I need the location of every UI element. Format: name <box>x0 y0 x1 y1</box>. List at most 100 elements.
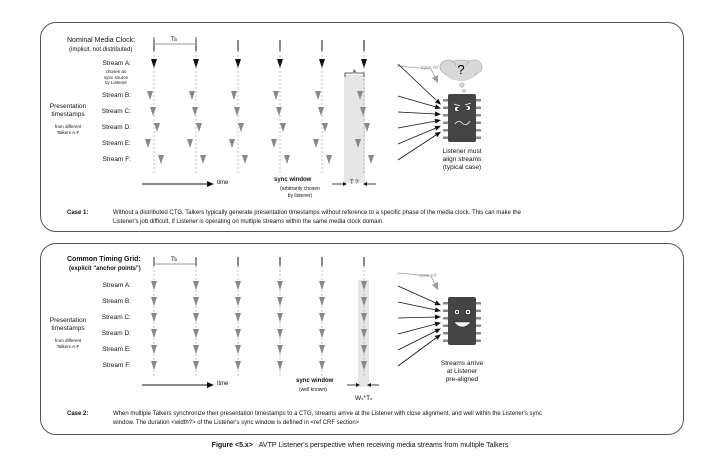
clock-sublabel: (implicit, not distributed) <box>69 47 132 53</box>
timestamp-marker <box>192 107 198 116</box>
timestamp-marker <box>229 139 235 148</box>
t-label: T ? <box>350 180 359 186</box>
timestamp-marker <box>242 155 248 164</box>
chip-pin <box>476 332 481 335</box>
presentation-timestamps-label: Presentationtimestamps <box>43 317 93 333</box>
time-arrowhead <box>207 382 214 388</box>
timestamp-marker <box>200 155 206 164</box>
stream-arrowhead <box>435 126 441 131</box>
question-mark: ? <box>457 62 464 77</box>
timestamp-marker <box>193 281 199 290</box>
timestamp-marker <box>271 139 277 148</box>
timestamp-marker <box>151 329 157 338</box>
stream-arrow <box>398 112 436 114</box>
time-arrowhead <box>207 181 214 187</box>
sync-window-label: sync window <box>296 378 333 384</box>
timestamp-marker <box>319 361 325 370</box>
case2-description: Case 2: When multiple Talkers synchroniz… <box>67 410 667 430</box>
stream-arrows <box>398 286 441 366</box>
sync-window-sublabel: (well known) <box>299 387 327 393</box>
timestamp-marker <box>322 123 328 132</box>
chip-pin <box>476 325 481 328</box>
timestamp-marker <box>277 59 283 68</box>
stream-label: Stream B: <box>85 298 131 305</box>
case1-description: Case 1: Without a distributed CTG, Talke… <box>67 209 667 229</box>
timestamp-marker <box>154 123 160 132</box>
stream-label: Stream D: <box>85 124 131 131</box>
stream-label: Stream A: <box>85 282 131 289</box>
timestamp-marker <box>193 59 199 68</box>
timestamp-marker <box>319 345 325 354</box>
happy-listener-chip-icon <box>443 297 481 345</box>
chip-pin <box>476 99 481 102</box>
clock-label: Nominal Media Clock: <box>67 37 135 44</box>
chip-pin <box>443 302 448 305</box>
stream-arrowhead <box>435 315 441 320</box>
timestamp-marker <box>368 155 374 164</box>
stream-label: Stream F: <box>85 156 131 163</box>
timestamp-marker <box>277 313 283 322</box>
timestamp-marker <box>361 59 367 68</box>
figure-number: Figure <5.x> <box>212 442 253 449</box>
case-label: Case 1: <box>67 209 88 218</box>
stream-arrow <box>398 128 436 144</box>
chip-pin <box>476 129 481 132</box>
stream-label: Stream E: <box>85 140 131 147</box>
stream-arrowhead <box>435 307 441 312</box>
case-label: Case 2: <box>67 410 88 419</box>
case1-panel: ? Nominal Media Clock: (implicit, not di… <box>40 22 684 232</box>
ts-label: Ts <box>171 37 177 43</box>
timestamp-marker <box>189 91 195 100</box>
sync-window-label: sync window <box>274 177 311 183</box>
chip-pin <box>476 310 481 313</box>
case-text: Without a distributed CTG, Talkers typic… <box>113 209 543 227</box>
timestamp-marker <box>277 329 283 338</box>
stream-arrow <box>398 96 436 107</box>
stream-label: Stream B: <box>85 92 131 99</box>
timestamp-marker <box>277 361 283 370</box>
case1-diagram: ? <box>41 23 683 231</box>
stream-arrowhead <box>435 322 441 327</box>
chip-pin <box>476 114 481 117</box>
chip-pin <box>443 122 448 125</box>
chip-pin <box>443 317 448 320</box>
timestamp-marker <box>234 107 240 116</box>
stream-arrow <box>398 317 436 318</box>
stream-label: Stream F: <box>85 362 131 369</box>
chip-pin <box>476 340 481 343</box>
timestamp-marker <box>238 123 244 132</box>
sync-window-sublabel: (arbitrarily chosenby listener) <box>269 186 331 200</box>
stream-a-note: chosen assync sourceby Listener <box>94 69 138 86</box>
timestamp-marker <box>273 91 279 100</box>
figure-caption-text: AVTP Listener's perspective when receivi… <box>259 442 509 449</box>
presentation-timestamps-label: Presentationtimestamps <box>43 103 93 119</box>
chip-pin <box>476 302 481 305</box>
stream-label: Stream A: <box>85 60 131 67</box>
timestamp-marker <box>277 281 283 290</box>
chip-pin <box>443 310 448 313</box>
timestamp-marker <box>147 91 153 100</box>
timestamp-marker <box>193 361 199 370</box>
chip-pin <box>443 332 448 335</box>
stream-arrowhead <box>435 132 441 137</box>
timestamp-marker <box>277 345 283 354</box>
timestamp-marker <box>151 313 157 322</box>
stream-arrow <box>398 121 436 128</box>
timestamp-marker <box>145 139 151 148</box>
timestamp-marker <box>151 59 157 68</box>
stream-label: Stream E: <box>85 346 131 353</box>
stream-arrowhead <box>435 119 441 124</box>
chip-pin <box>443 129 448 132</box>
timestamp-marker <box>284 155 290 164</box>
talkers-note: from differentTalkers A-F <box>45 124 91 135</box>
figure-caption: Figure <5.x> AVTP Listener's perspective… <box>0 442 720 449</box>
clock-label: Common Timing Grid: <box>67 256 141 263</box>
timestamp-marker <box>151 345 157 354</box>
chip-pin <box>443 340 448 343</box>
timestamp-marker <box>231 91 237 100</box>
timestamp-marker <box>318 107 324 116</box>
stream-arrow <box>398 286 436 303</box>
time-label: time <box>217 381 228 387</box>
clock-sublabel: (explicit "anchor points") <box>69 266 141 272</box>
